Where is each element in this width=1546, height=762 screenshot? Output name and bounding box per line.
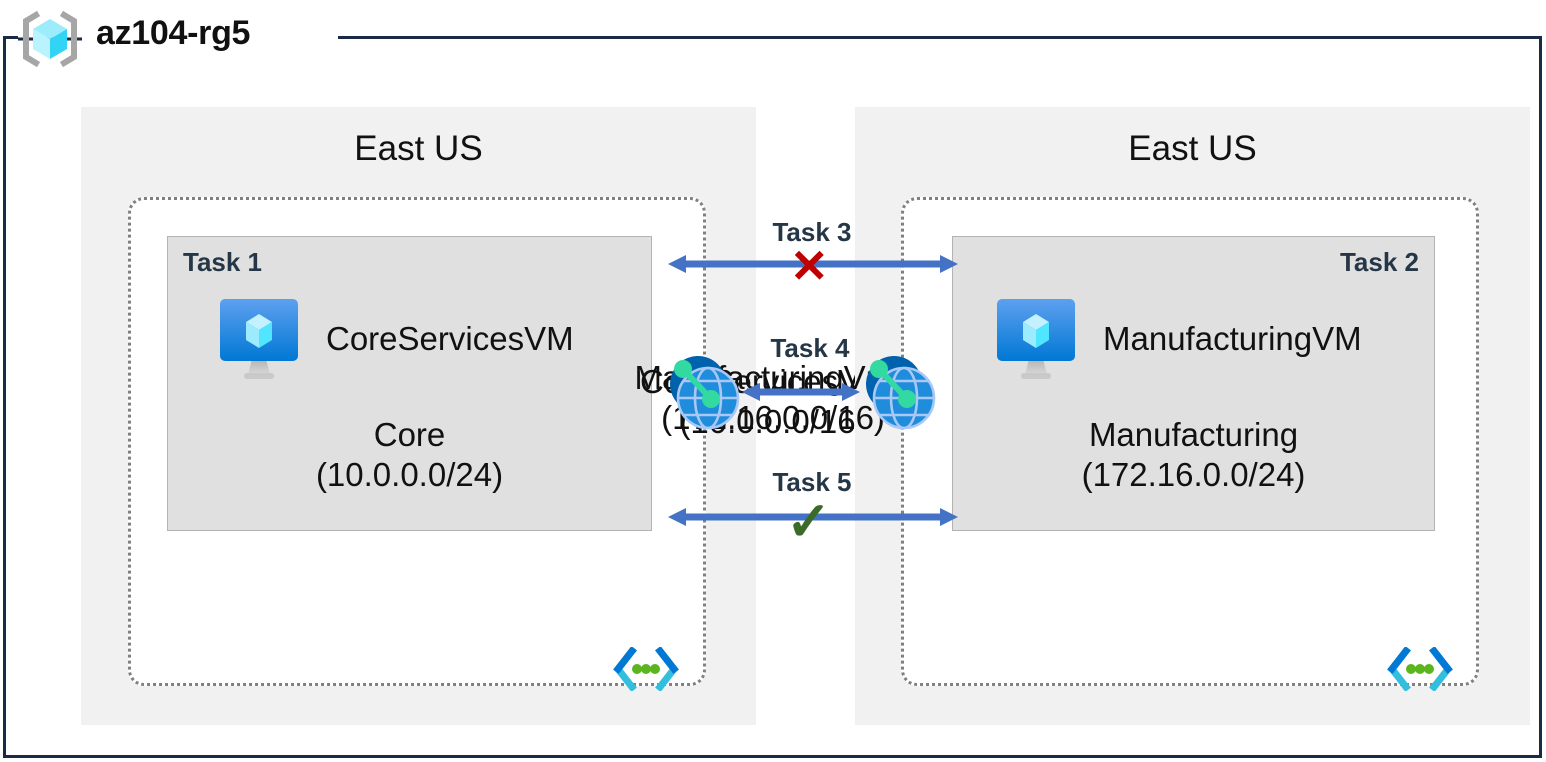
connection-label-task3: Task 3	[772, 217, 852, 247]
connection-arrow-task4	[742, 378, 860, 411]
subnet-label-manufacturing: Manufacturing (172.16.0.0/24)	[953, 415, 1434, 496]
region-label-left: East US	[354, 129, 483, 168]
peering-icon-right	[858, 350, 940, 432]
check-mark-icon: ✓	[786, 492, 832, 552]
subnet-label-core: Core (10.0.0.0/24)	[168, 415, 651, 496]
subnet-name-core: Core	[373, 416, 446, 453]
peering-icon-left	[662, 350, 744, 432]
subnet-box-manufacturing: Task 2	[952, 236, 1435, 531]
vm-name-manufacturing: ManufacturingVM	[1103, 320, 1362, 357]
task-tag-2: Task 2	[1339, 247, 1419, 277]
connection-label-task4: Task 4	[770, 333, 850, 363]
virtual-network-icon-right	[1386, 646, 1454, 692]
subnet-cidr-core: (10.0.0.0/24)	[315, 456, 504, 494]
subnet-cidr-manufacturing: (172.16.0.0/24)	[1081, 456, 1306, 494]
vm-name-coreservices: CoreServicesVM	[326, 320, 574, 357]
virtual-machine-icon	[991, 297, 1081, 381]
vm-row-manufacturing: ManufacturingVM	[953, 297, 1472, 381]
connection-arrow-task3	[668, 250, 958, 283]
vm-row-coreservices: CoreServicesVM	[168, 297, 697, 381]
connection-arrow-task5	[668, 503, 958, 536]
subnet-box-core: Task 1	[167, 236, 652, 531]
resource-group-name: az104-rg5	[96, 14, 251, 52]
region-label-right: East US	[1128, 129, 1257, 168]
task-tag-1: Task 1	[183, 247, 263, 277]
subnet-name-manufacturing: Manufacturing	[1088, 416, 1299, 453]
connection-label-task5: Task 5	[772, 467, 852, 497]
resource-group-icon	[18, 10, 82, 68]
cross-mark-icon: ✕	[790, 240, 829, 292]
virtual-network-icon-left	[612, 646, 680, 692]
resource-group-frame	[3, 36, 1542, 758]
virtual-machine-icon	[214, 297, 304, 381]
